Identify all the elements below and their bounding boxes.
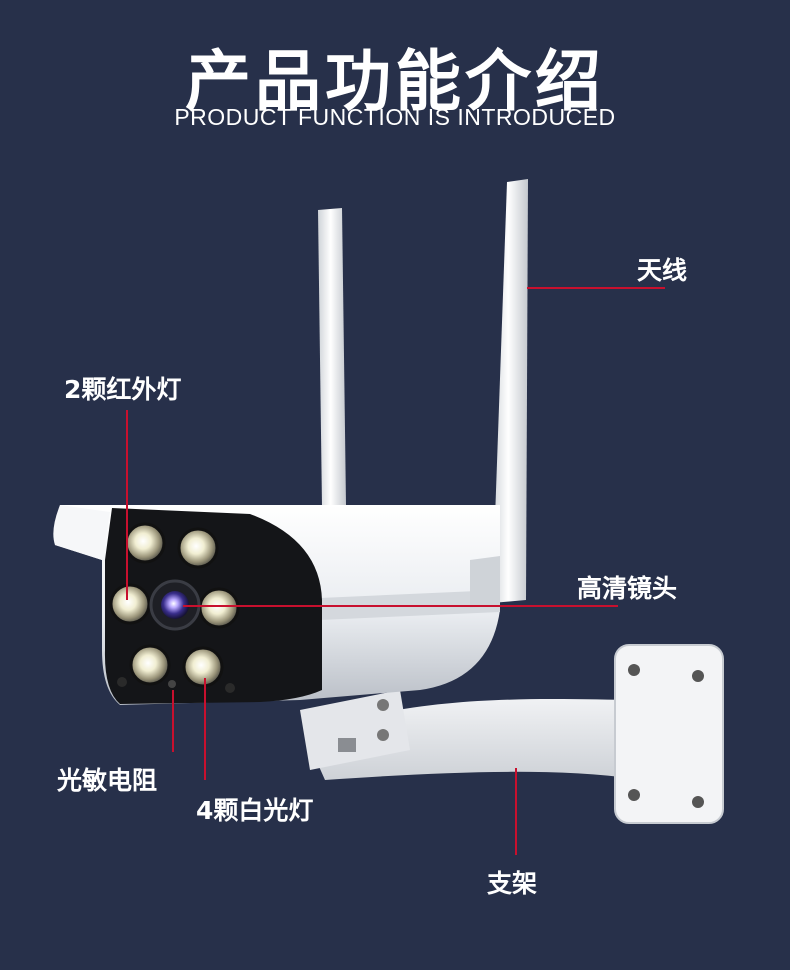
page-title: 产品功能介绍 (185, 43, 605, 120)
label-white-lights: 4颗白光灯 (196, 796, 314, 825)
page-subtitle: PRODUCT FUNCTION IS INTRODUCED (174, 104, 616, 130)
wall-bracket (300, 644, 724, 824)
antenna-front (492, 179, 528, 603)
antenna-rear (318, 208, 346, 507)
label-photoresistor: 光敏电阻 (57, 766, 158, 795)
photoresistor (168, 680, 176, 688)
label-bracket: 支架 (487, 869, 538, 898)
front-lights (109, 522, 240, 693)
label-antenna: 天线 (637, 256, 688, 285)
callout-lines (126, 287, 665, 855)
label-ir-lights: 2颗红外灯 (64, 375, 182, 404)
label-hd-lens: 高清镜头 (577, 574, 678, 603)
